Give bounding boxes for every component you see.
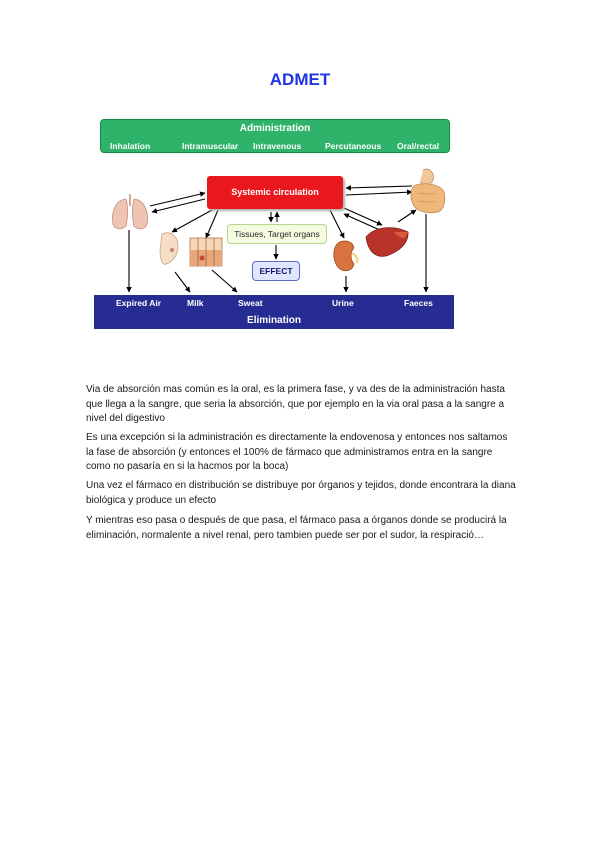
- elimination-sweat: Sweat: [238, 298, 263, 308]
- diagram-graphics: [0, 0, 600, 340]
- kidney-icon: [334, 241, 357, 271]
- skin-icon: [190, 238, 222, 266]
- lungs-icon: [113, 194, 148, 229]
- elimination-title: Elimination: [94, 315, 454, 326]
- route-inhalation: Inhalation: [110, 141, 150, 151]
- elimination-bar: Expired Air Milk Sweat Urine Faeces Elim…: [94, 295, 454, 329]
- tissues-target-organs-box: Tissues, Target organs: [227, 224, 327, 244]
- paragraph-distribution: Una vez el fármaco en distribución se di…: [86, 479, 516, 508]
- breast-icon: [160, 233, 178, 265]
- paragraph-elimination: Y mientras eso pasa o después de que pas…: [86, 514, 516, 543]
- systemic-circulation-box: Systemic circulation: [207, 176, 343, 209]
- intestine-icon: [411, 169, 445, 213]
- paragraph-intravenous-exception: Es una excepción si la administración es…: [86, 431, 516, 475]
- elimination-milk: Milk: [187, 298, 204, 308]
- admet-diagram: Administration Inhalation Intramuscular …: [0, 0, 600, 340]
- paragraph-absorption: Via de absorción mas común es la oral, e…: [86, 383, 516, 427]
- elimination-expired-air: Expired Air: [116, 298, 161, 308]
- route-intravenous: Intravenous: [253, 141, 301, 151]
- elimination-faeces: Faeces: [404, 298, 433, 308]
- elimination-urine: Urine: [332, 298, 354, 308]
- administration-title: Administration: [101, 123, 449, 134]
- administration-bar: Administration Inhalation Intramuscular …: [100, 119, 450, 153]
- liver-icon: [366, 228, 408, 257]
- route-intramuscular: Intramuscular: [182, 141, 238, 151]
- route-oral-rectal: Oral/rectal: [397, 141, 439, 151]
- effect-box: EFFECT: [252, 261, 300, 281]
- route-percutaneous: Percutaneous: [325, 141, 381, 151]
